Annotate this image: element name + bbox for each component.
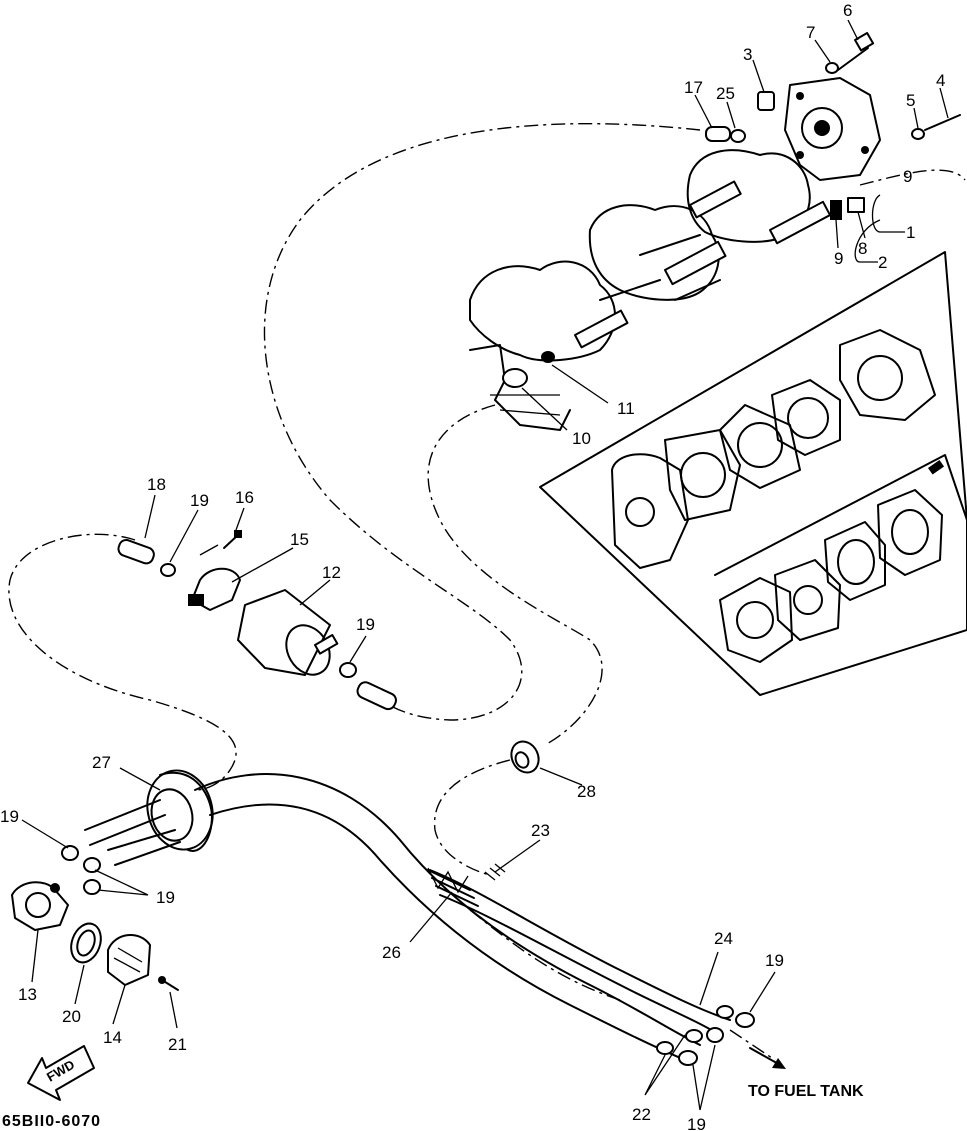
carburetor-assembly (469, 77, 881, 431)
callout-labels: 1 2 3 4 5 6 7 8 9 9 10 11 12 13 14 15 16… (0, 1, 945, 1131)
callout-21: 21 (168, 1035, 187, 1054)
callout-28: 28 (577, 782, 596, 801)
to-fuel-tank-label: TO FUEL TANK (748, 1083, 864, 1100)
leader-lines (21, 19, 949, 1111)
fwd-arrow-icon: FWD (27, 1045, 95, 1101)
main-hoses (194, 740, 755, 1066)
callout-19-filter-left: 19 (190, 491, 209, 510)
callout-17: 17 (684, 78, 703, 97)
callout-9-upper: 9 (903, 167, 912, 186)
callout-19-tank-top: 19 (765, 951, 784, 970)
pump-hardware (705, 32, 961, 143)
callout-14: 14 (103, 1028, 122, 1047)
callout-4: 4 (936, 71, 945, 90)
callout-24: 24 (714, 929, 733, 948)
callout-19-cock-side: 19 (156, 888, 175, 907)
callout-12: 12 (322, 563, 341, 582)
callout-2: 2 (878, 253, 887, 272)
callout-18: 18 (147, 475, 166, 494)
callout-19-tank-bottom: 19 (687, 1115, 706, 1131)
callout-9-lower: 9 (834, 249, 843, 268)
callout-5: 5 (906, 91, 915, 110)
diagram-code: 65BII0-6070 (2, 1113, 101, 1130)
callout-11: 11 (617, 399, 635, 418)
fuel-cock-group (11, 769, 214, 991)
callout-7: 7 (806, 23, 815, 42)
callout-13: 13 (18, 985, 37, 1004)
callout-10: 10 (572, 429, 591, 448)
callout-23: 23 (531, 821, 550, 840)
callout-25: 25 (716, 84, 735, 103)
fuel-filter-group (117, 530, 397, 711)
carb-kit-panel (539, 251, 967, 696)
callout-3: 3 (743, 45, 752, 64)
callout-20: 20 (62, 1007, 81, 1026)
callout-1: 1 (906, 223, 915, 242)
hose-routing-lines (8, 123, 966, 1061)
callout-26: 26 (382, 943, 401, 962)
to-fuel-tank-indicator: TO FUEL TANK (748, 1047, 864, 1100)
callout-19-filter-right: 19 (356, 615, 375, 634)
callout-8: 8 (858, 239, 867, 258)
callout-19-cock-top: 19 (0, 807, 19, 826)
callout-15: 15 (290, 530, 309, 549)
callout-6: 6 (843, 1, 852, 20)
callout-27: 27 (92, 753, 111, 772)
callout-22: 22 (632, 1105, 651, 1124)
callout-16: 16 (235, 488, 254, 507)
